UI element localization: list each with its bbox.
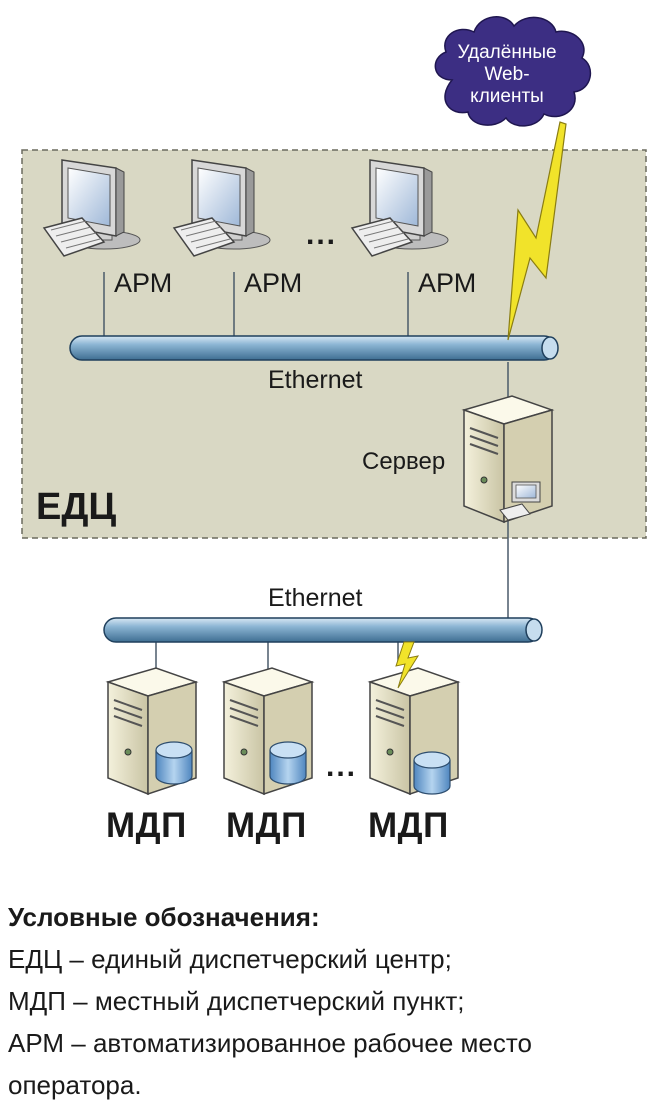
workstation-1-label: АРМ (114, 268, 173, 298)
mdp-1-label: МДП (106, 806, 187, 845)
remote-web-clients-label: Удалённые Web- клиенты (436, 42, 578, 108)
mdp-3-database-icon (413, 751, 451, 795)
legend-title: Условные обозначения: (8, 902, 320, 932)
edc-zone-label: ЕДЦ (36, 486, 117, 528)
legend-item-edc: ЕДЦ – единый диспетчерский центр; (8, 944, 452, 974)
mdp-wireless-lightning-icon (395, 641, 420, 689)
workstation-3-label: АРМ (418, 268, 477, 298)
workstations-ellipsis: ... (306, 218, 338, 251)
mdp-2-database-icon (269, 741, 307, 785)
cloud-label-line-3: клиенты (470, 86, 544, 107)
mdp-ellipsis: ... (326, 750, 358, 783)
mdp-1-database-icon (155, 741, 193, 785)
remote-wireless-lightning-icon (507, 121, 567, 341)
legend-item-arm-cont: оператора. (8, 1070, 142, 1100)
cloud-label-line-1: Удалённые (457, 42, 557, 63)
ethernet-bus-top (69, 335, 559, 361)
server-console-icon (499, 481, 541, 521)
legend: Условные обозначения: ЕДЦ – единый диспе… (8, 896, 648, 1106)
workstation-2-label: АРМ (244, 268, 303, 298)
mdp-2-label: МДП (226, 806, 307, 845)
ethernet-bottom-label: Ethernet (268, 584, 363, 612)
cloud-icon (434, 16, 592, 127)
cloud-label-line-2: Web- (484, 64, 530, 85)
ethernet-top-label: Ethernet (268, 366, 363, 394)
mdp-3-label: МДП (368, 806, 449, 845)
ethernet-bus-bottom (103, 617, 543, 643)
server-label: Сервер (362, 448, 446, 475)
legend-item-mdp: МДП – местный диспетчерский пункт; (8, 986, 465, 1016)
server-icon (463, 395, 553, 523)
legend-item-arm: АРМ – автоматизированное рабочее место (8, 1028, 532, 1058)
